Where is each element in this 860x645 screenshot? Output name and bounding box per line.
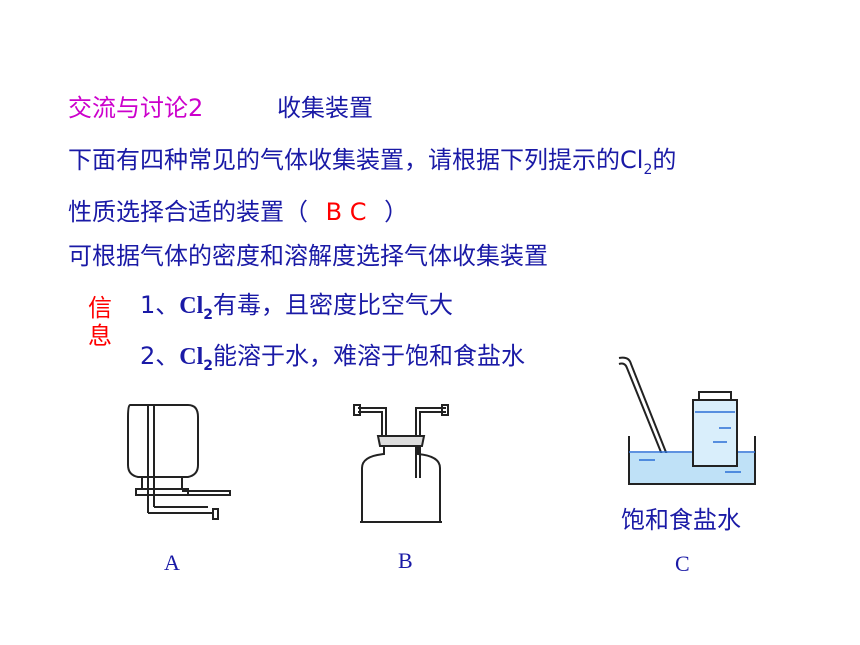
discussion-title: 交流与讨论2 (68, 94, 204, 122)
fact-1-number: 1、 (140, 291, 180, 319)
question-line-1-text: 下面有四种常见的气体收集装置，请根据下列提示的Cl (68, 146, 644, 174)
fact-2: 2、Cl2能溶于水，难溶于饱和食盐水 (140, 336, 525, 374)
section-subtitle: 收集装置 (277, 94, 373, 122)
apparatus-a-label: A (164, 550, 180, 575)
fact-2-subscript: 2 (203, 357, 214, 374)
fact-1-subscript: 2 (203, 306, 214, 323)
fact-1-chem: Cl (179, 293, 204, 319)
fact-1-text: 有毒，且密度比空气大 (213, 291, 454, 319)
saturated-brine-label: 饱和食盐水 (621, 506, 741, 534)
fact-2-chem: Cl (179, 344, 204, 370)
fact-2-number: 2、 (140, 342, 180, 370)
apparatus-a-illustration (127, 404, 231, 520)
hint-line: 可根据气体的密度和溶解度选择气体收集装置 (68, 242, 548, 270)
question-line-2: 性质选择合适的装置（ B C ） (68, 192, 408, 227)
fact-1: 1、Cl2有毒，且密度比空气大 (140, 285, 453, 323)
fact-2-text: 能溶于水，难溶于饱和食盐水 (213, 342, 526, 370)
apparatus-c-label: C (675, 551, 690, 576)
question-line-2-text: 性质选择合适的装置（ (68, 198, 308, 226)
chlorine-subscript: 2 (643, 161, 653, 178)
apparatus-b-illustration (353, 404, 449, 523)
question-line-2-end: ） (384, 198, 409, 226)
question-line-1: 下面有四种常见的气体收集装置，请根据下列提示的Cl2的 (68, 140, 676, 178)
apparatus-c-illustration (618, 356, 756, 485)
info-tag: 信息 (88, 294, 112, 350)
answer-text: B C (325, 198, 367, 226)
apparatus-b-label: B (398, 548, 413, 573)
question-line-1-end: 的 (652, 146, 677, 174)
